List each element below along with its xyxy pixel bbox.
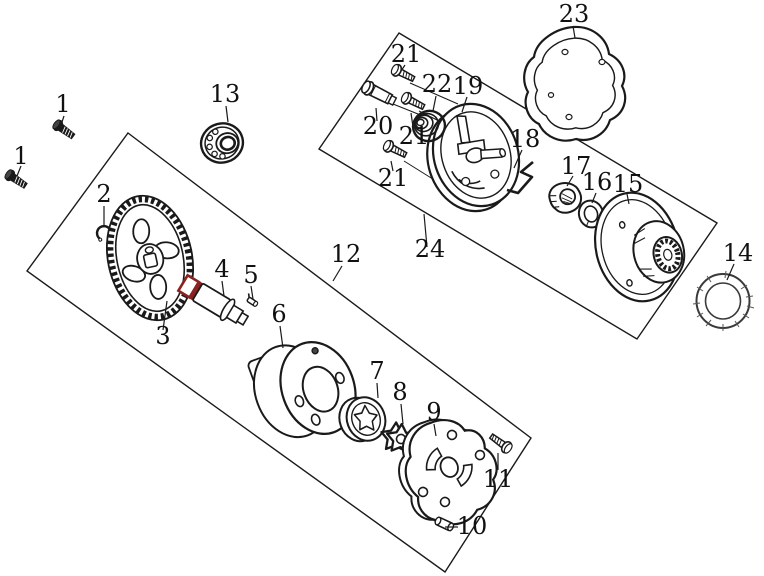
part-11-screw (486, 430, 515, 456)
callout-16: 16 (582, 168, 613, 196)
callout-21c: 21 (378, 164, 409, 192)
group-box-12 (26, 132, 532, 573)
callout-1b: 1 (13, 142, 28, 170)
part-7-outer-rotor (338, 396, 387, 443)
part-16-washer (577, 199, 605, 229)
group-box-24 (317, 32, 719, 340)
callout-7: 7 (369, 357, 384, 385)
part-23-gasket (523, 25, 627, 142)
callout-labels: 1 1 2 3 4 5 6 7 8 9 10 11 12 13 14 15 16… (13, 0, 753, 540)
part-5-pin (246, 293, 259, 307)
callout-5: 5 (243, 261, 258, 289)
part-15-clutch-hub (593, 191, 686, 303)
callout-20: 20 (363, 112, 394, 140)
callout-24: 24 (415, 235, 446, 263)
callout-3: 3 (155, 322, 170, 350)
part-1-bolt-b (2, 167, 30, 192)
callout-22: 22 (422, 70, 453, 98)
callout-10: 10 (457, 512, 488, 540)
part-6-pump-body (247, 341, 357, 439)
part-19-clutch-cover (426, 102, 521, 213)
callout-15: 15 (613, 170, 644, 198)
callout-18: 18 (510, 125, 541, 153)
callout-21a: 21 (391, 40, 422, 68)
callout-12: 12 (331, 240, 362, 268)
callout-23: 23 (559, 0, 590, 28)
callout-leaders (16, 25, 735, 528)
callout-19: 19 (453, 72, 484, 100)
callout-8: 8 (392, 378, 407, 406)
part-3-sprocket (105, 194, 195, 322)
callout-1a: 1 (55, 90, 70, 118)
part-1-bolt-a (50, 117, 77, 142)
callout-2: 2 (96, 180, 111, 208)
part-9-pump-cover (398, 418, 498, 526)
part-22-spring (411, 109, 447, 143)
part-13-bearing (199, 122, 245, 164)
part-20-pin-bolt (361, 80, 398, 107)
callout-6: 6 (271, 300, 286, 328)
part-17-nut (548, 182, 583, 214)
part-14-snap-ring (692, 270, 755, 331)
callout-11: 11 (483, 465, 514, 493)
part-18-clip (506, 161, 534, 195)
callout-14: 14 (723, 239, 754, 267)
callout-4: 4 (214, 255, 229, 283)
callout-17: 17 (561, 152, 592, 180)
part-4-pump-shaft (176, 273, 250, 326)
callout-13: 13 (210, 80, 241, 108)
callout-9: 9 (426, 398, 441, 426)
callout-21b: 21 (399, 122, 430, 150)
